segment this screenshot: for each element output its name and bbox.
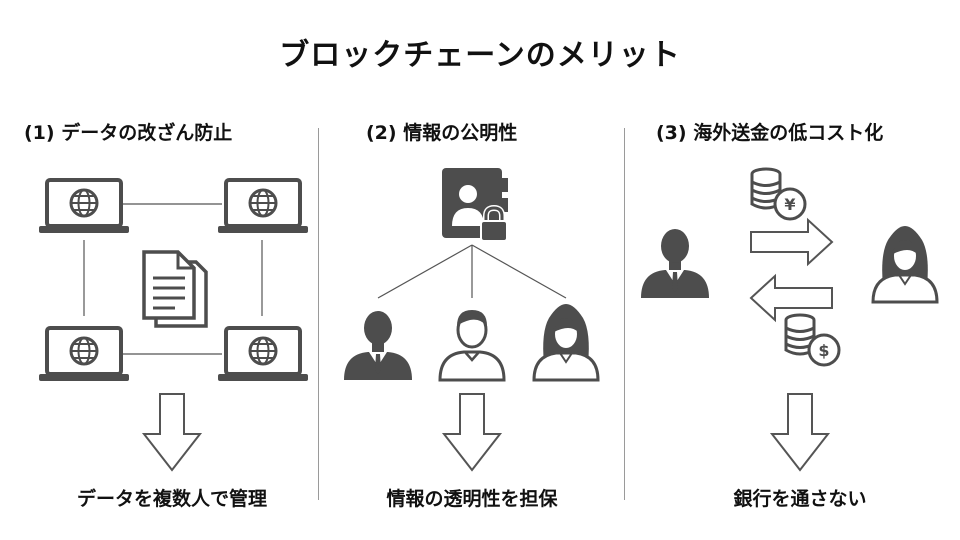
network-links (83, 203, 263, 355)
arrow-left-icon (749, 273, 833, 323)
laptop-globe-icon (216, 326, 310, 383)
profile-lock-icon (442, 168, 508, 242)
result-transparency: 情報の透明性を担保 (386, 488, 558, 510)
businessman-icon (641, 229, 709, 298)
businessman-icon (344, 311, 412, 380)
man-icon (438, 308, 506, 382)
arrow-right-icon (750, 217, 834, 267)
result-shared-management: データを複数人で管理 (76, 488, 267, 510)
column-divider-2 (624, 128, 625, 500)
svg-text:$: $ (818, 341, 829, 360)
arrow-down-icon (771, 393, 829, 471)
laptop-globe-icon (216, 178, 310, 235)
yen-coins-icon: ¥ (750, 167, 807, 221)
laptop-globe-icon (37, 326, 131, 383)
arrow-down-icon (443, 393, 501, 471)
arrow-down-icon (143, 393, 201, 471)
laptop-globe-icon (37, 178, 131, 235)
woman-icon (871, 224, 939, 304)
heading-tamper-prevention: (1) データの改ざん防止 (24, 122, 233, 144)
openness-links (377, 244, 567, 299)
woman-icon (532, 302, 600, 382)
svg-text:¥: ¥ (784, 195, 795, 214)
dollar-coins-icon: $ (784, 313, 841, 367)
column-divider-1 (318, 128, 319, 500)
heading-openness: (2) 情報の公明性 (366, 122, 518, 144)
heading-low-cost-remittance: (3) 海外送金の低コスト化 (656, 122, 884, 144)
documents-icon (142, 250, 208, 328)
diagram-title: ブロックチェーンのメリット (279, 38, 681, 73)
result-no-bank: 銀行を通さない (733, 488, 867, 510)
